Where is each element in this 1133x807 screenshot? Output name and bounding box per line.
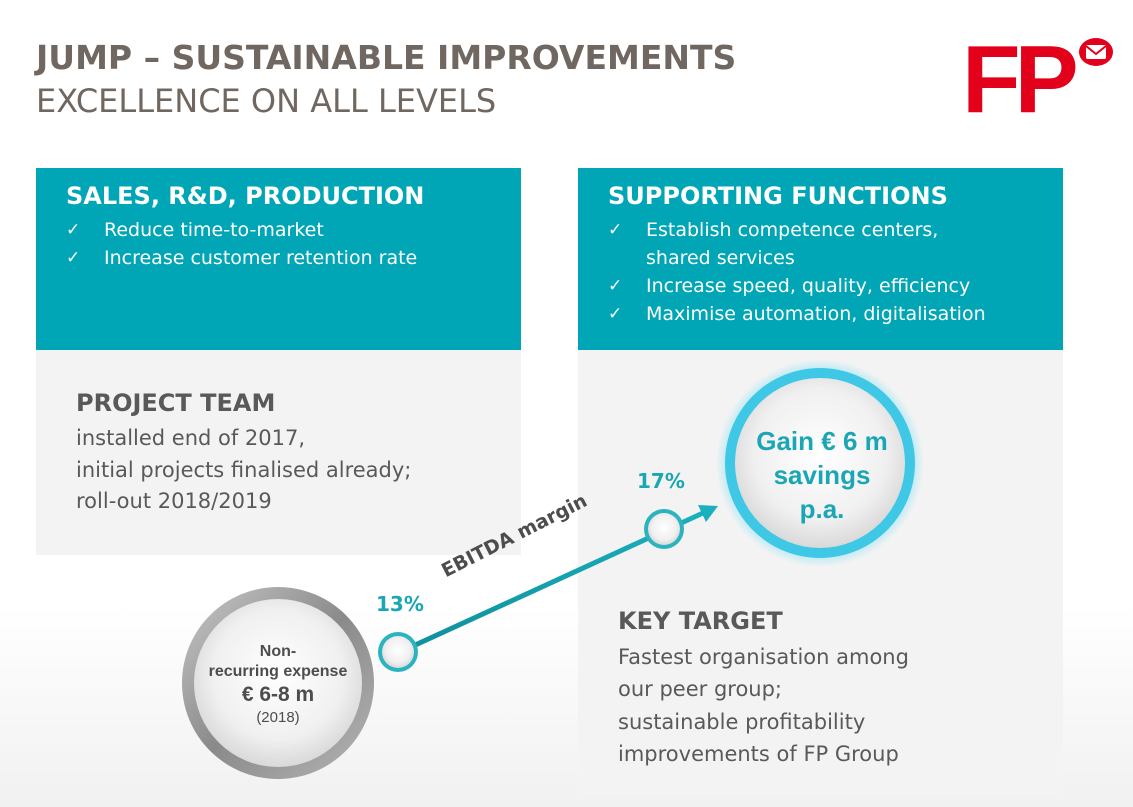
check-icon: ✓ [608,276,623,296]
sales-item: ✓Reduce time-to-market [66,216,521,244]
sales-rd-production-panel: SALES, R&D, PRODUCTION ✓Reduce time-to-m… [36,168,521,350]
end-pct-label: 17% [637,469,685,493]
key-target-line: improvements of FP Group [618,742,899,766]
nonrec-line: recurring expense [208,663,348,680]
envelope-icon [1086,45,1106,59]
start-node [382,636,414,668]
supporting-item-continued: shared services [646,247,795,269]
page-title: JUMP – SUSTAINABLE IMPROVEMENTS [36,38,737,77]
end-node [648,513,680,545]
nonrec-amount: € 6-8 m [241,683,315,706]
page-subtitle: EXCELLENCE ON ALL LEVELS [36,82,497,120]
sales-item: ✓Increase customer retention rate [66,244,521,272]
gain-savings-label: Gain € 6 m savings p.a. [727,424,917,526]
project-team-line: installed end of 2017, [76,426,306,450]
key-target-line: Fastest organisation among [618,645,909,669]
ebitda-arrow-head [698,505,718,522]
logo-text: FP [962,32,1076,116]
check-icon: ✓ [66,220,81,240]
gain-line: Gain € 6 m [756,426,888,456]
check-icon: ✓ [66,248,81,268]
project-team-panel [36,350,521,555]
start-pct-label: 13% [376,592,424,616]
supporting-item: ✓Increase speed, quality, efficiency [608,272,1063,300]
gain-disc [735,378,905,548]
supporting-item: ✓Maximise automation, digitalisation [608,300,1063,328]
key-target-heading: KEY TARGET [618,607,783,635]
check-icon: ✓ [608,220,623,240]
gain-line: p.a. [799,494,845,524]
nonrec-line: Non- [259,643,297,660]
check-icon: ✓ [608,304,623,324]
project-team-heading: PROJECT TEAM [76,389,276,417]
nonrec-expense-label: Non- recurring expense € 6-8 m (2018) [188,642,368,728]
nonrec-disc [194,599,362,767]
project-team-line: roll-out 2018/2019 [76,489,272,513]
key-target-line: sustainable profitability [618,710,866,734]
supporting-functions-panel: SUPPORTING FUNCTIONS ✓Establish competen… [578,168,1063,350]
project-team-line: initial projects finalised already; [76,458,412,482]
gain-line: savings [773,460,871,490]
key-target-line: our peer group; [618,677,783,701]
supporting-item: ✓Establish competence centers, [608,216,1063,244]
fp-logo: FP [962,32,1113,116]
sales-panel-heading: SALES, R&D, PRODUCTION [66,182,425,210]
nonrec-year: (2018) [256,709,300,726]
supporting-panel-heading: SUPPORTING FUNCTIONS [608,182,948,210]
